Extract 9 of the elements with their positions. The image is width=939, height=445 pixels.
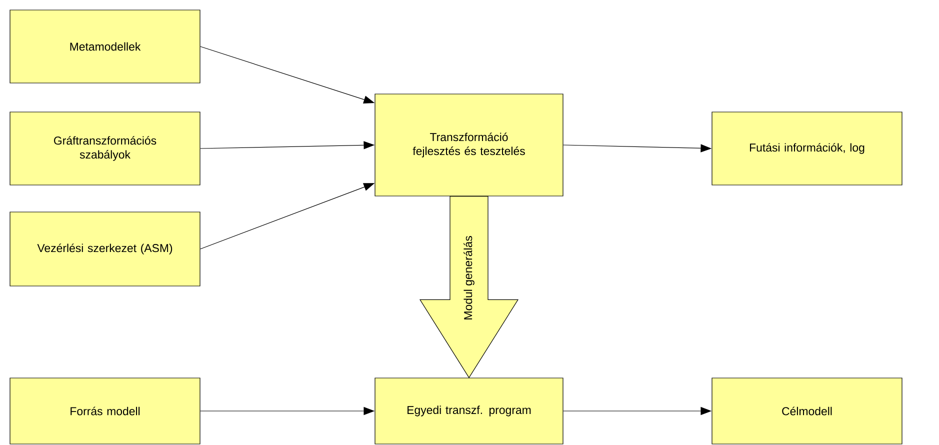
process-box: Egyedi transzf. program xyxy=(374,378,564,444)
process-box: Transzformáció fejlesztés és tesztelés xyxy=(374,94,564,196)
process-box: Metamodellek xyxy=(10,10,200,84)
process-box: Gráftranszformációs szabályok xyxy=(10,112,200,186)
edge-label: Modul generálás xyxy=(462,234,476,322)
process-box: Futási információk, log xyxy=(712,112,902,186)
process-box: Forrás modell xyxy=(10,378,200,444)
process-box: Célmodell xyxy=(712,378,902,444)
process-box: Vezérlési szerkezet (ASM) xyxy=(10,212,200,286)
